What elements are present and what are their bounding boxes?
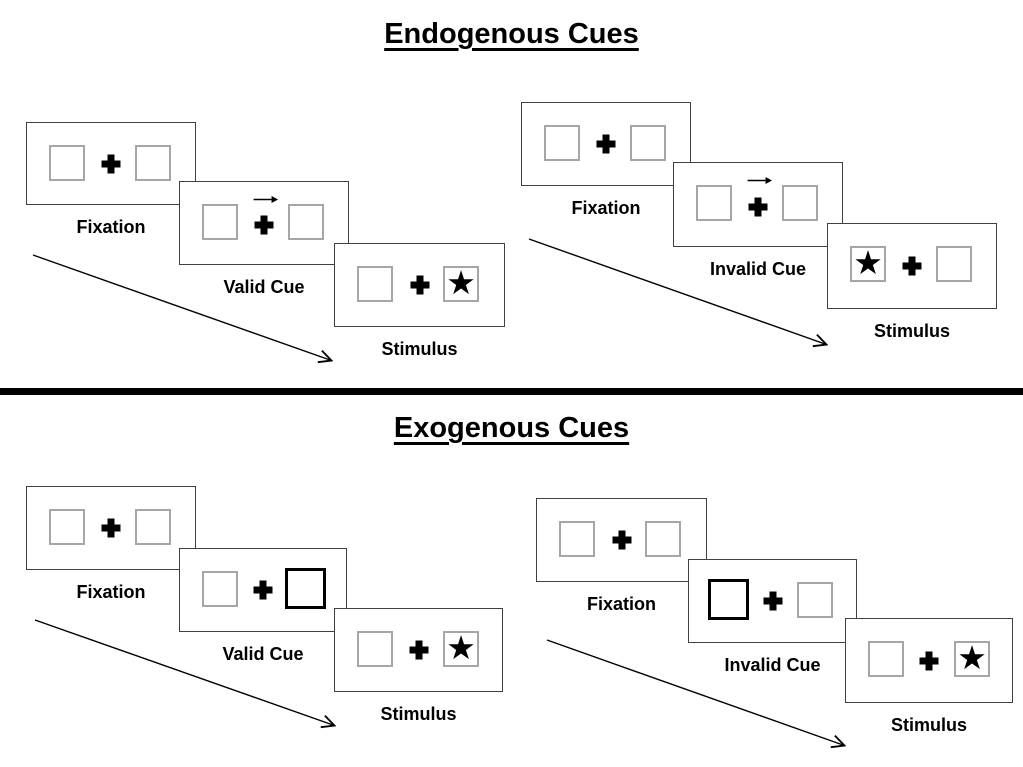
placeholder-box-left [544,125,580,161]
panel-endo-valid-stimulus: ★ [334,243,505,327]
star-icon: ★ [446,263,476,301]
placeholder-box-left [49,145,85,181]
placeholder-box-right [630,125,666,161]
panel-label: Stimulus [380,704,457,724]
cue-highlight-box-left [708,579,749,620]
panel-label: Valid Cue [222,644,304,664]
placeholder-box-left [559,521,595,557]
target-box-right: ★ [443,266,479,302]
placeholder-box-right [645,521,681,557]
panel-exo-valid-fixation [26,486,196,570]
panel-endo-invalid-cue [673,162,843,247]
panel-exo-invalid-stimulus: ★ [845,618,1013,703]
placeholder-box-right [135,509,171,545]
sequence-arrow [34,619,342,732]
panel-label: Invalid Cue [724,655,821,675]
fixation-cross-icon [410,275,429,295]
placeholder-box-right [782,185,818,221]
panel-label: Fixation [571,198,641,218]
fixation-cross-icon [763,591,782,611]
panel-endo-valid-cue [179,181,349,265]
panel-label: Stimulus [890,715,967,735]
placeholder-box-left [357,631,393,667]
sequence-arrow [528,238,832,350]
sequence-arrow [32,254,340,366]
panel-endo-invalid-fixation [521,102,691,186]
panel-label: Invalid Cue [709,259,807,279]
panel-label: Fixation [76,582,146,602]
star-icon: ★ [446,628,476,666]
panel-label: Valid Cue [223,277,305,297]
placeholder-box-left [696,185,732,221]
placeholder-box-left [202,571,238,607]
panel-label: Fixation [76,217,146,237]
panel-label: Stimulus [873,321,950,341]
section-title-exogenous: Exogenous Cues [393,412,630,444]
panel-label: Stimulus [381,339,458,359]
placeholder-box-right [936,246,972,282]
fixation-cross-icon [612,530,631,550]
placeholder-box-left [868,641,904,677]
fixation-cross-icon [101,154,121,173]
fixation-cross-icon [902,256,922,276]
fixation-cross-icon [919,651,939,670]
target-box-right: ★ [443,631,479,667]
placeholder-box-left [357,266,393,302]
target-box-left: ★ [850,246,886,282]
fixation-cross-icon [409,640,428,660]
section-title-endogenous: Endogenous Cues [384,18,639,50]
placeholder-box-left [202,204,238,240]
placeholder-box-right [135,145,171,181]
panel-exo-invalid-fixation [536,498,707,582]
right-arrow-icon [253,196,279,203]
section-divider [0,388,1023,395]
fixation-cross-icon [253,580,273,600]
placeholder-box-right [797,582,833,618]
sequence-arrow [546,639,850,752]
placeholder-box-right [288,204,324,240]
panel-endo-invalid-stimulus: ★ [827,223,997,309]
panel-exo-invalid-cue [688,559,857,643]
cue-highlight-box-right [285,568,326,609]
star-icon: ★ [957,638,987,676]
right-arrow-icon [747,177,773,184]
placeholder-box-left [49,509,85,545]
fixation-cross-icon [596,134,616,154]
panel-exo-valid-cue [179,548,347,632]
target-box-right: ★ [954,641,990,677]
star-icon: ★ [853,243,883,281]
fixation-cross-icon [748,197,768,216]
fixation-cross-icon [101,518,121,538]
panel-endo-valid-fixation [26,122,196,205]
panel-label: Fixation [586,594,656,614]
fixation-cross-icon [254,215,274,235]
panel-exo-valid-stimulus: ★ [334,608,503,692]
